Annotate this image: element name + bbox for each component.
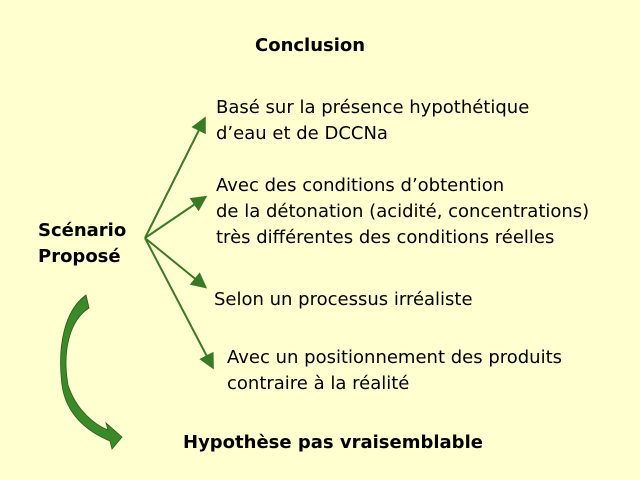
arrow-branch-2 — [144, 195, 208, 239]
scenario-label-line2: Proposé — [38, 246, 121, 267]
arrow-branch-1 — [144, 116, 206, 239]
branch-1-line2: d’eau et de DCCNa — [216, 123, 388, 144]
arrow-branch-3 — [144, 237, 208, 289]
curved-arrow-icon — [60, 294, 123, 450]
scenario-label-line1: Scénario — [38, 220, 127, 241]
arrow-branch-4 — [144, 237, 214, 370]
branch-2-line3: très différentes des conditions réelles — [216, 227, 555, 248]
conclusion-text: Hypothèse pas vraisemblable — [183, 432, 483, 453]
branch-4-line2: contraire à la réalité — [227, 373, 410, 394]
branch-4-line1: Avec un positionnement des produits — [227, 347, 563, 368]
branch-2-line1: Avec des conditions d’obtention — [216, 175, 505, 196]
branch-2-line2: de la détonation (acidité, concentration… — [216, 201, 590, 222]
branch-1-line1: Basé sur la présence hypothétique — [216, 97, 530, 118]
branch-3-line1: Selon un processus irréaliste — [214, 289, 473, 310]
slide-title: Conclusion — [255, 35, 366, 56]
